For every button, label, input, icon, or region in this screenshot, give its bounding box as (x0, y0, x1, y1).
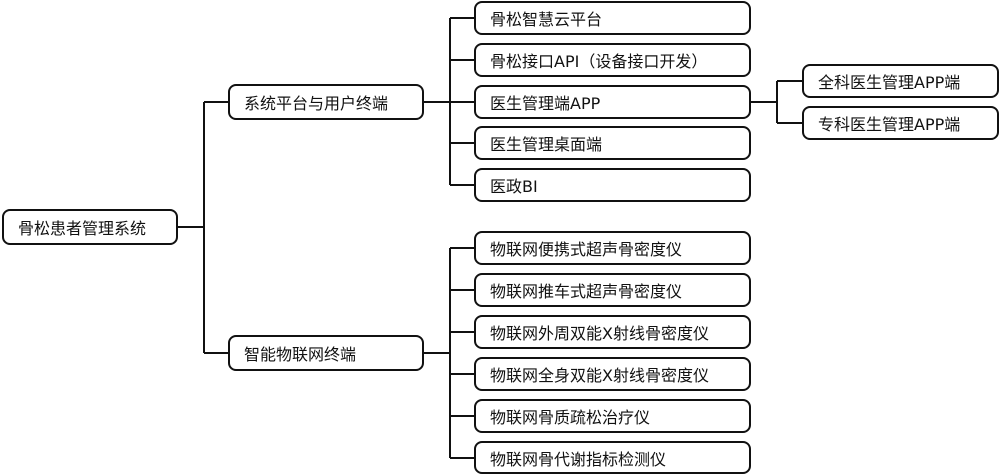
connector-app (751, 80, 802, 124)
app-child-label: 专科医生管理APP端 (818, 115, 961, 134)
platform-item-label: 医生管理桌面端 (490, 135, 603, 154)
platform-item-label: 骨松智慧云平台 (490, 10, 603, 29)
platform-item-desktop: 医生管理桌面端 (474, 126, 751, 160)
connector-root (178, 101, 228, 354)
app-child-general: 全科医生管理APP端 (802, 64, 999, 98)
iot-node: 智能物联网终端 (228, 335, 424, 371)
root-node: 骨松患者管理系统 (2, 209, 178, 245)
iot-item-cart-ultrasound: 物联网推车式超声骨密度仪 (474, 273, 751, 307)
app-child-specialist: 专科医生管理APP端 (802, 106, 999, 140)
platform-item-label: 医生管理端APP (490, 94, 601, 113)
iot-item-therapy: 物联网骨质疏松治疗仪 (474, 399, 751, 433)
platform-label: 系统平台与用户终端 (244, 94, 389, 113)
platform-item-cloud: 骨松智慧云平台 (474, 1, 751, 35)
platform-item-app: 医生管理端APP (474, 85, 751, 119)
platform-item-api: 骨松接口API（设备接口开发） (474, 43, 751, 77)
iot-item-label: 物联网骨代谢指标检测仪 (490, 449, 667, 469)
iot-item-metabolism: 物联网骨代谢指标检测仪 (474, 441, 751, 474)
connector-platform (424, 17, 474, 186)
iot-label: 智能物联网终端 (244, 345, 357, 364)
platform-item-label: 医政BI (490, 177, 538, 196)
iot-item-peripheral-dxa: 物联网外周双能X射线骨密度仪 (474, 315, 751, 349)
iot-item-label: 物联网全身双能X射线骨密度仪 (490, 366, 709, 385)
iot-item-label: 物联网便携式超声骨密度仪 (490, 240, 683, 259)
iot-item-label: 物联网骨质疏松治疗仪 (490, 408, 651, 427)
root-label: 骨松患者管理系统 (18, 219, 147, 238)
iot-item-wholebody-dxa: 物联网全身双能X射线骨密度仪 (474, 357, 751, 391)
iot-item-label: 物联网外周双能X射线骨密度仪 (490, 324, 709, 343)
iot-item-label: 物联网推车式超声骨密度仪 (490, 282, 683, 301)
app-child-label: 全科医生管理APP端 (818, 73, 961, 92)
platform-item-bi: 医政BI (474, 168, 751, 202)
platform-node: 系统平台与用户终端 (228, 84, 424, 120)
iot-item-portable-ultrasound: 物联网便携式超声骨密度仪 (474, 231, 751, 265)
connector-iot (424, 247, 474, 459)
platform-item-label: 骨松接口API（设备接口开发） (490, 52, 708, 71)
